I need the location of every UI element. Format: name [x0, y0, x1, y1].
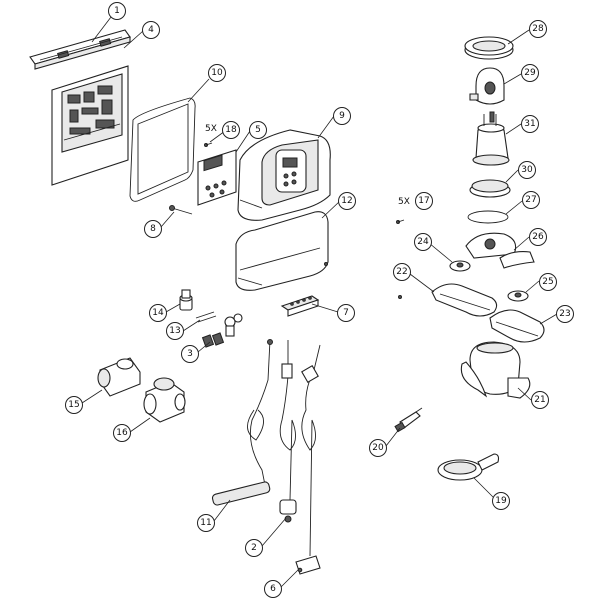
callout-2: 2 [245, 539, 263, 557]
part-3-connectors [201, 313, 243, 348]
part-15-union-fitting [97, 357, 141, 397]
callout-label-31: 31 [524, 119, 535, 129]
part-12-lower-housing [235, 211, 329, 291]
callout-5: 5 [249, 121, 267, 139]
part-2-plug-cable [279, 340, 297, 523]
callout-7: 7 [337, 304, 355, 322]
callout-16: 16 [113, 424, 131, 442]
part-13-cable-tie [195, 311, 217, 323]
callout-label-28: 28 [532, 24, 544, 34]
callout-label-29: 29 [524, 68, 536, 78]
part-29-cap [469, 67, 505, 105]
part-5-display-board [197, 149, 237, 206]
callout-6: 6 [264, 580, 282, 598]
part-6-connector-cable [295, 344, 321, 575]
callout-24: 24 [414, 233, 432, 251]
callout-8: 8 [144, 220, 162, 238]
callout-label-27: 27 [525, 195, 536, 205]
callout-label-20: 20 [372, 443, 384, 453]
callout-label-10: 10 [211, 68, 223, 78]
callout-label-23: 23 [559, 309, 570, 319]
callout-label-8: 8 [150, 224, 156, 234]
callout-15: 15 [65, 396, 83, 414]
callout-17: 17 [415, 192, 433, 210]
callout-label-24: 24 [417, 237, 429, 247]
part-19-wrench [437, 453, 500, 481]
callout-label-21: 21 [534, 395, 545, 405]
callout-4: 4 [142, 21, 160, 39]
callout-label-25: 25 [542, 277, 553, 287]
part-21-manifold [460, 341, 531, 399]
part-27-o-ring [467, 210, 509, 224]
part-17-screws [396, 219, 405, 299]
callout-label-13: 13 [169, 326, 180, 336]
part-26-diverter [465, 232, 535, 269]
callout-11: 11 [197, 514, 215, 532]
part-18-screws [204, 142, 213, 147]
part-16-tee-fitting [143, 377, 186, 423]
part-9-cover-housing [237, 129, 331, 221]
callout-label-11: 11 [200, 518, 211, 528]
callout-label-19: 19 [495, 496, 507, 506]
callout-label-30: 30 [521, 165, 533, 175]
part-7-terminal-block [280, 295, 320, 317]
part-4-back-panel [51, 65, 129, 186]
callout-3: 3 [181, 345, 199, 363]
callout-label-6: 6 [270, 584, 276, 594]
callout-label-22: 22 [396, 267, 407, 277]
callout-23: 23 [556, 305, 574, 323]
callout-20: 20 [369, 439, 387, 457]
callout-label-4: 4 [148, 25, 154, 35]
part-20-flow-switch [394, 407, 423, 433]
part-30-seal [469, 179, 511, 198]
callout-label-9: 9 [339, 111, 345, 121]
callout-1: 1 [108, 2, 126, 20]
part-31-cell [472, 111, 510, 166]
callout-18: 18 [222, 121, 240, 139]
part-22-half-clamp [431, 283, 498, 317]
part-24-plug [449, 260, 471, 272]
callout-12: 12 [338, 192, 356, 210]
callout-26: 26 [529, 228, 547, 246]
part-25-plug [507, 290, 529, 302]
callout-label-15: 15 [68, 400, 79, 410]
callout-22: 22 [393, 263, 411, 281]
callout-label-17: 17 [418, 196, 429, 206]
callout-25: 25 [539, 273, 557, 291]
callout-31: 31 [521, 115, 539, 133]
callout-19: 19 [492, 492, 510, 510]
part-23-half-clamp [489, 309, 545, 343]
callout-label-2: 2 [251, 543, 257, 553]
callout-label-3: 3 [187, 349, 193, 359]
callout-label-7: 7 [343, 308, 349, 318]
qty-label-18: 5X [205, 124, 217, 134]
leader-lines [81, 16, 558, 588]
part-1-mounting-bracket [29, 29, 131, 70]
part-10-gasket [129, 97, 196, 202]
qty-label-17: 5X [398, 197, 410, 207]
callout-21: 21 [531, 391, 549, 409]
callout-label-1: 1 [114, 6, 120, 16]
callout-label-12: 12 [341, 196, 352, 206]
callout-27: 27 [522, 191, 540, 209]
callout-label-16: 16 [116, 428, 128, 438]
callout-label-18: 18 [225, 125, 237, 135]
part-8-screw [169, 205, 193, 215]
callout-label-14: 14 [152, 308, 164, 318]
part-28-ring-nut [464, 36, 514, 60]
callout-28: 28 [529, 20, 547, 38]
part-14-fitting [179, 289, 193, 311]
callout-label-5: 5 [255, 125, 261, 135]
callout-9: 9 [333, 107, 351, 125]
part-11-sensor-cable [211, 339, 273, 506]
callout-13: 13 [166, 322, 184, 340]
callout-10: 10 [208, 64, 226, 82]
callout-30: 30 [518, 161, 536, 179]
callout-label-26: 26 [532, 232, 544, 242]
callout-29: 29 [521, 64, 539, 82]
callout-14: 14 [149, 304, 167, 322]
